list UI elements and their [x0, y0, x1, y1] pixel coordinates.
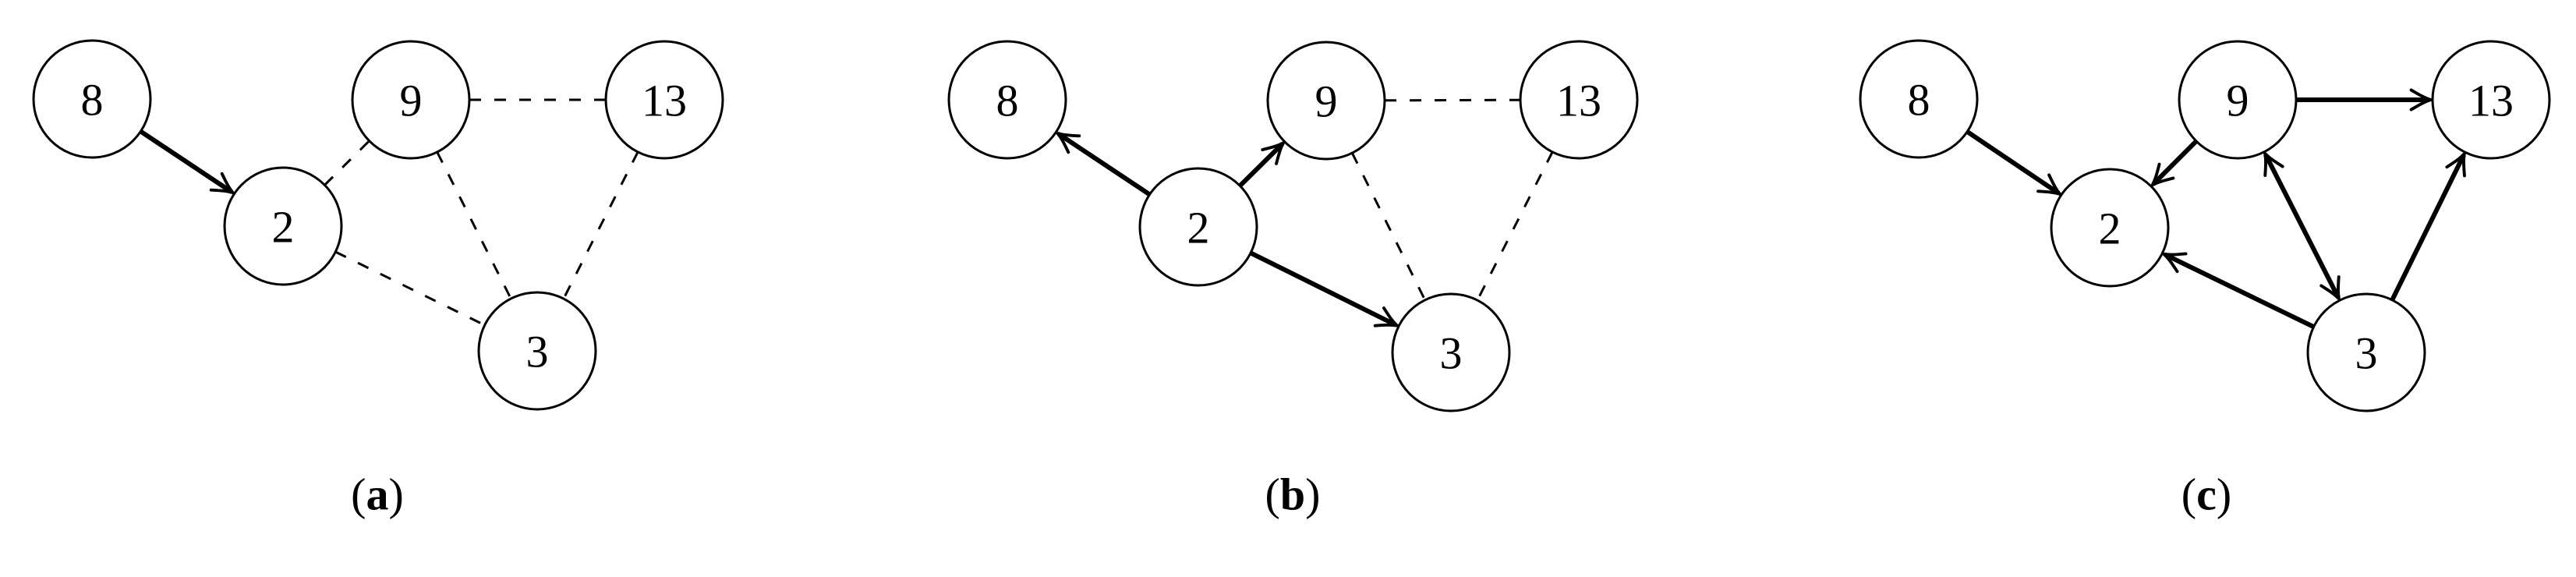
node-label-b-3: 3 — [1440, 327, 1463, 378]
edge-3-2-arrow — [2165, 255, 2315, 329]
edge-13-3-dashed — [1476, 151, 1554, 301]
node-label-c-2: 2 — [2099, 203, 2121, 253]
edge-2-8-arrow — [1059, 134, 1152, 196]
edge-9-3-dashed — [436, 151, 512, 299]
node-circle-c-3 — [2306, 292, 2426, 412]
edge-9-13-dashed — [1384, 98, 1521, 102]
node-label-c-8: 8 — [1908, 74, 1930, 125]
node-circle-b-2 — [1138, 167, 1258, 287]
edge-2-9-arrow — [1238, 144, 1282, 188]
edge-9-2-arrow — [2153, 139, 2199, 184]
node-circle-c-2 — [2050, 168, 2170, 288]
node-circle-b-3 — [1391, 292, 1511, 412]
edge-8-2-arrow — [1966, 129, 2058, 193]
panel-b: 8 2 9 13 3 (b) — [947, 40, 1639, 519]
node-label-a-13: 13 — [642, 75, 687, 126]
node-label-c-9: 9 — [2227, 75, 2249, 126]
node-circle-a-3 — [477, 291, 597, 411]
panel-caption-c: (c) — [2181, 469, 2231, 519]
edge-2-3-dashed — [334, 250, 486, 327]
edge-8-2-arrow — [139, 129, 232, 193]
node-label-b-13: 13 — [1556, 75, 1601, 126]
node-circle-a-9 — [351, 40, 471, 160]
node-circle-b-8 — [947, 40, 1067, 160]
edge-2-9-dashed — [324, 140, 370, 186]
node-label-c-13: 13 — [2468, 75, 2514, 126]
node-label-a-9: 9 — [400, 75, 423, 126]
edge-3-13-arrow — [2390, 155, 2464, 302]
edge-2-3-arrow — [1249, 250, 1396, 324]
node-label-b-2: 2 — [1187, 202, 1210, 253]
edge-9-3-dashed — [1350, 152, 1427, 301]
node-circle-b-9 — [1266, 41, 1386, 161]
panels-group: 8 2 9 13 3 (a) 8 2 9 13 3 (b) 8 2 9 13 3 (c) — [32, 39, 2551, 519]
node-circle-c-13 — [2431, 40, 2551, 160]
node-label-b-9: 9 — [1315, 76, 1338, 126]
node-circle-c-9 — [2178, 40, 2298, 160]
node-circle-a-2 — [223, 166, 343, 286]
panel-caption-a: (a) — [351, 469, 404, 519]
node-label-c-3: 3 — [2355, 327, 2378, 378]
node-circle-a-8 — [32, 39, 152, 159]
node-label-b-8: 8 — [996, 75, 1019, 126]
node-label-a-8: 8 — [81, 74, 104, 125]
edge-13-3-dashed — [562, 151, 639, 299]
node-label-a-2: 2 — [272, 201, 295, 252]
panel-caption-b: (b) — [1265, 469, 1321, 519]
node-circle-c-8 — [1859, 39, 1979, 159]
node-circle-a-13 — [604, 40, 724, 160]
panel-c: 8 2 9 13 3 (c) — [1859, 39, 2551, 519]
panel-a: 8 2 9 13 3 (a) — [32, 39, 724, 519]
edge-9-3-arrow — [2266, 154, 2338, 297]
node-label-a-3: 3 — [526, 326, 549, 377]
node-circle-b-13 — [1519, 40, 1639, 160]
